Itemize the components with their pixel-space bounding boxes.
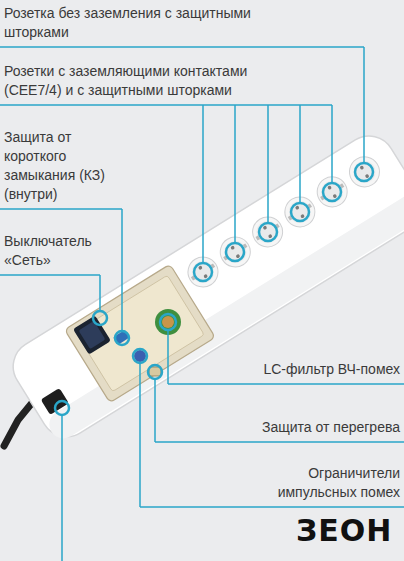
lc-filter-coil — [155, 309, 181, 335]
callout-ring — [226, 243, 244, 261]
leader-line — [0, 104, 332, 106]
leader-line — [168, 383, 404, 385]
leader-line — [363, 47, 365, 163]
leader-line — [331, 105, 333, 183]
fuse — [113, 330, 130, 345]
callout-ring — [355, 163, 373, 181]
callout-label: Розетки с заземляющими контактами (CEE7/… — [4, 62, 294, 100]
leader-line — [299, 105, 301, 203]
leader-line — [0, 274, 100, 276]
leader-line — [0, 208, 122, 210]
callout-label: Защита от перегрева — [180, 418, 400, 437]
callout-label: Выключатель «Сеть» — [4, 232, 124, 270]
leader-line — [167, 330, 169, 384]
leader-line — [99, 275, 101, 311]
leader-line — [0, 46, 364, 48]
power-cable — [4, 398, 36, 446]
varistor — [134, 350, 146, 362]
callout-ring — [259, 223, 277, 241]
callout-label: Защита от короткого замыкания (КЗ) (внут… — [4, 128, 116, 204]
callout-ring — [55, 401, 69, 415]
leader-line — [202, 105, 204, 263]
callout-label: Розетка без заземления с защитными шторк… — [4, 4, 254, 42]
leader-line — [139, 363, 141, 507]
callout-ring — [133, 349, 147, 363]
leader-line — [154, 379, 156, 442]
callout-ring — [93, 311, 107, 325]
brand-logo: ЗЕОН — [296, 514, 392, 548]
callout-ring — [291, 203, 309, 221]
callout-ring — [148, 365, 162, 379]
callout-label: LC-фильтр ВЧ-помех — [180, 360, 400, 379]
leader-line — [121, 209, 123, 331]
leader-line — [267, 105, 269, 223]
callout-ring — [160, 314, 176, 330]
leader-line — [155, 441, 404, 443]
callout-ring — [323, 183, 341, 201]
thermal-fuse — [149, 367, 161, 376]
callout-label: Ограничители импульсных помех — [230, 464, 400, 502]
leader-line — [234, 105, 236, 243]
callout-ring — [115, 331, 129, 345]
leader-line — [61, 416, 63, 561]
leader-line — [140, 506, 404, 508]
callout-ring — [194, 263, 212, 281]
plug — [41, 388, 69, 415]
